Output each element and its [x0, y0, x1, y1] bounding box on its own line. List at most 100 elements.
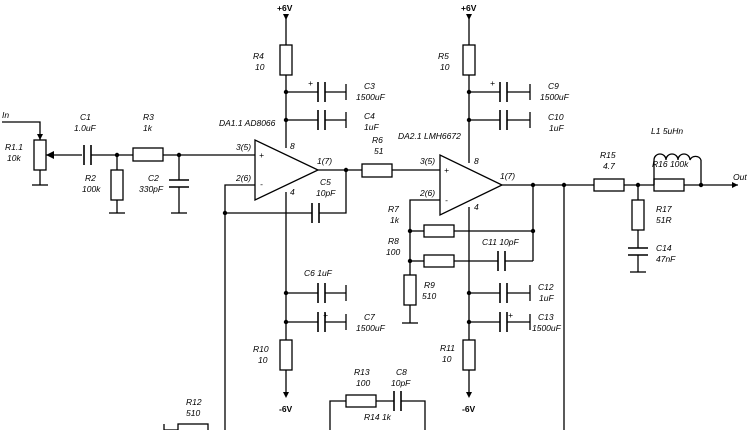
r16-ref: R16 100k — [652, 159, 689, 169]
resistor-r9 — [403, 274, 417, 306]
r12-value: 510 — [186, 408, 200, 418]
l1-ref: L1 5uHn — [651, 126, 683, 136]
r10-ref: R10 — [253, 344, 269, 354]
capacitor-c13 — [499, 312, 508, 332]
da2-pin-vn: 4 — [474, 202, 479, 212]
r8-ref: R8 — [388, 236, 399, 246]
resistor-r7 — [423, 224, 455, 238]
resistor-r16 — [653, 178, 685, 192]
input-stage: In R1.1 10k C1 1.0uF R2 100k R3 1k — [2, 110, 255, 214]
r5-value: 10 — [440, 62, 450, 72]
r3-ref: R3 — [143, 112, 154, 122]
c12-ref: C12 — [538, 282, 554, 292]
da1-name: DA1.1 AD8066 — [219, 118, 276, 128]
c3-ref: C3 — [364, 81, 375, 91]
c6-ref: C6 1uF — [304, 268, 333, 278]
c11-ref: C11 10pF — [482, 237, 520, 247]
c8-ref: C8 — [396, 367, 407, 377]
r9-value: 510 — [422, 291, 436, 301]
capacitor-c14 — [628, 247, 648, 256]
da1-pin-in-p: 3(5) — [236, 142, 251, 152]
rail-neg-1: -6V — [279, 404, 293, 414]
r13-ref: R13 — [354, 367, 370, 377]
r7-value: 1k — [390, 215, 400, 225]
c14-value: 47nF — [656, 254, 676, 264]
resistor-r4 — [279, 44, 293, 76]
capacitor-c8 — [393, 391, 402, 411]
c9-polarity: + — [490, 78, 495, 88]
r11-ref: R11 — [440, 343, 455, 353]
r8-value: 100 — [386, 247, 400, 257]
c13-value: 1500uF — [532, 323, 562, 333]
r7-ref: R7 — [388, 204, 399, 214]
da1-plus-sign: + — [259, 150, 264, 160]
input-port-label: In — [2, 110, 9, 120]
r1-1-value: 10k — [7, 153, 21, 163]
resistor-r15 — [593, 178, 625, 192]
resistor-r6 — [361, 163, 393, 178]
rail-neg-2: -6V — [462, 404, 476, 414]
c10-ref: C10 — [548, 112, 564, 122]
r13-value: 100 — [356, 378, 370, 388]
c10-value: 1uF — [549, 123, 564, 133]
da2-pin-in-n: 2(6) — [419, 188, 435, 198]
r2-value: 100k — [82, 184, 101, 194]
capacitor-c9 — [499, 82, 508, 102]
r6-ref: R6 — [372, 135, 383, 145]
c4-value: 1uF — [364, 122, 379, 132]
capacitor-c5 — [311, 203, 320, 223]
c9-ref: C9 — [548, 81, 559, 91]
r4-ref: R4 — [253, 51, 264, 61]
r17-value: 51R — [656, 215, 672, 225]
c7-value: 1500uF — [356, 323, 386, 333]
c5-ref: C5 — [320, 177, 331, 187]
c8-value: 10pF — [391, 378, 411, 388]
potentiometer-r1-1 — [33, 139, 47, 171]
resistor-r11 — [462, 339, 476, 371]
c3-polarity: + — [308, 78, 313, 88]
r6-value: 51 — [374, 146, 384, 156]
c14-ref: C14 — [656, 243, 672, 253]
inductor-l1 — [653, 153, 702, 161]
c1-value: 1.0uF — [74, 123, 97, 133]
r15-ref: R15 — [600, 150, 616, 160]
c7-ref: C7 — [364, 312, 375, 322]
da2-plus-sign: + — [444, 165, 449, 175]
c1-ref: C1 — [80, 112, 91, 122]
capacitor-c6 — [317, 283, 326, 303]
da1-minus-sign: - — [260, 179, 263, 189]
resistor-r3 — [132, 147, 164, 162]
c2-ref: C2 — [148, 173, 159, 183]
r17-ref: R17 — [656, 204, 672, 214]
rail-pos-1: +6V — [277, 3, 293, 13]
resistor-r5 — [462, 44, 476, 76]
capacitor-c1 — [83, 145, 92, 165]
da2-pin-in-p: 3(5) — [420, 156, 435, 166]
resistor-r17 — [631, 199, 645, 231]
r15-value: 4.7 — [603, 161, 615, 171]
opamp-da1: + - DA1.1 AD8066 3(5) 2(6) 1(7) 8 4 — [219, 118, 332, 202]
opamp-da2: + - DA2.1 LMH6672 3(5) 2(6) 1(7) 8 4 — [398, 131, 515, 217]
da1-pin-vn: 4 — [290, 187, 295, 197]
r10-value: 10 — [258, 355, 268, 365]
resistor-r2 — [110, 169, 124, 201]
r9-ref: R9 — [424, 280, 435, 290]
capacitor-c12 — [499, 283, 508, 303]
c2-value: 330pF — [139, 184, 164, 194]
resistor-r8 — [423, 254, 455, 268]
r11-value: 10 — [442, 354, 452, 364]
c5-value: 10pF — [316, 188, 336, 198]
da2-pin-vp: 8 — [474, 156, 479, 166]
capacitor-c2 — [169, 179, 189, 188]
da2-pin-out: 1(7) — [500, 171, 515, 181]
c13-polarity: + — [508, 310, 513, 320]
da2-minus-sign: - — [445, 195, 448, 205]
c3-value: 1500uF — [356, 92, 386, 102]
c12-value: 1uF — [539, 293, 554, 303]
da1-pin-out: 1(7) — [317, 156, 332, 166]
rail-pos-2: +6V — [461, 3, 477, 13]
r12-ref: R12 — [186, 397, 202, 407]
da1-pin-in-n: 2(6) — [235, 173, 251, 183]
capacitor-c10 — [499, 110, 508, 130]
